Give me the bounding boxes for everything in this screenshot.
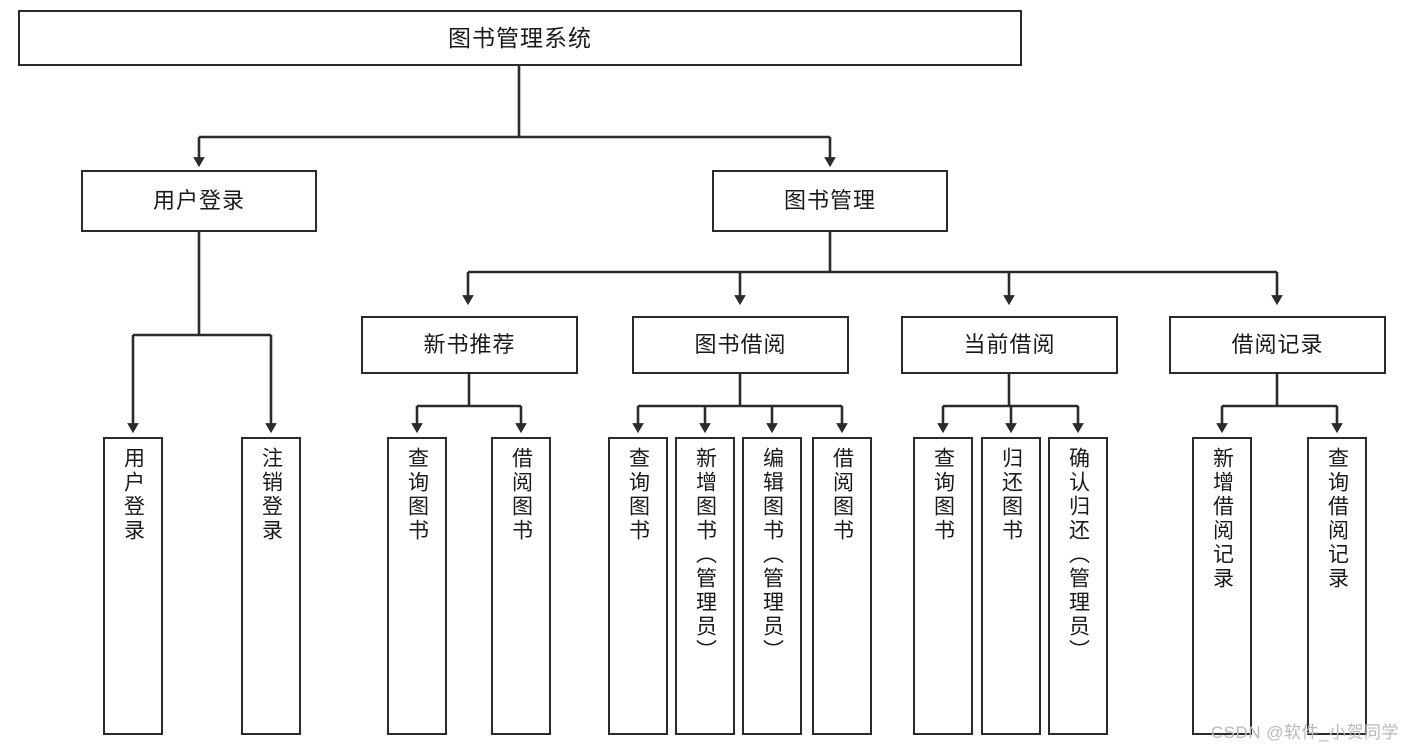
- node-leaf-query-book-2-label: 查询图书: [626, 447, 650, 543]
- node-leaf-user-login-label: 用户登录: [121, 447, 145, 543]
- node-new-book-recommend[interactable]: 新书推荐: [361, 316, 578, 374]
- node-leaf-query-book-1-label: 查询图书: [405, 447, 429, 543]
- node-leaf-query-book-1[interactable]: 查询图书: [387, 437, 447, 735]
- node-user-login[interactable]: 用户登录: [81, 170, 317, 232]
- node-leaf-borrow-book-1-label: 借阅图书: [509, 447, 533, 543]
- node-book-borrow[interactable]: 图书借阅: [632, 316, 849, 374]
- node-current-borrow[interactable]: 当前借阅: [901, 316, 1118, 374]
- node-leaf-borrow-book-2[interactable]: 借阅图书: [812, 437, 872, 735]
- node-leaf-edit-book-admin-label: 编辑图书（管理员）: [760, 447, 784, 663]
- node-new-book-recommend-label: 新书推荐: [423, 332, 516, 358]
- node-leaf-borrow-book-1[interactable]: 借阅图书: [491, 437, 551, 735]
- node-leaf-query-book-3-label: 查询图书: [931, 447, 955, 543]
- node-leaf-edit-book-admin[interactable]: 编辑图书（管理员）: [742, 437, 802, 735]
- node-leaf-return-book[interactable]: 归还图书: [981, 437, 1041, 735]
- node-leaf-return-book-label: 归还图书: [999, 447, 1023, 543]
- node-leaf-query-book-3[interactable]: 查询图书: [913, 437, 973, 735]
- node-leaf-add-book-admin-label: 新增图书（管理员）: [693, 447, 717, 663]
- node-borrow-record-label: 借阅记录: [1231, 332, 1324, 358]
- csdn-watermark: CSDN @软件_小贺同学: [1210, 723, 1399, 742]
- node-leaf-add-book-admin[interactable]: 新增图书（管理员）: [675, 437, 735, 735]
- node-leaf-add-borrow-record-label: 新增借阅记录: [1210, 447, 1234, 591]
- node-leaf-query-book-2[interactable]: 查询图书: [608, 437, 668, 735]
- node-root-system[interactable]: 图书管理系统: [18, 10, 1022, 66]
- node-leaf-add-borrow-record[interactable]: 新增借阅记录: [1192, 437, 1252, 735]
- node-leaf-confirm-return-admin-label: 确认归还（管理员）: [1066, 447, 1090, 663]
- node-book-management-label: 图书管理: [783, 188, 876, 214]
- node-user-login-label: 用户登录: [152, 188, 245, 214]
- node-book-management[interactable]: 图书管理: [712, 170, 948, 232]
- node-leaf-confirm-return-admin[interactable]: 确认归还（管理员）: [1048, 437, 1108, 735]
- node-leaf-logout-login-label: 注销登录: [259, 447, 283, 543]
- node-current-borrow-label: 当前借阅: [963, 332, 1056, 358]
- node-leaf-query-borrow-record[interactable]: 查询借阅记录: [1307, 437, 1367, 735]
- node-book-borrow-label: 图书借阅: [694, 332, 787, 358]
- node-leaf-user-login[interactable]: 用户登录: [103, 437, 163, 735]
- node-root-system-label: 图书管理系统: [448, 24, 592, 51]
- node-borrow-record[interactable]: 借阅记录: [1169, 316, 1386, 374]
- node-leaf-query-borrow-record-label: 查询借阅记录: [1325, 447, 1349, 591]
- node-leaf-borrow-book-2-label: 借阅图书: [830, 447, 854, 543]
- node-leaf-logout-login[interactable]: 注销登录: [241, 437, 301, 735]
